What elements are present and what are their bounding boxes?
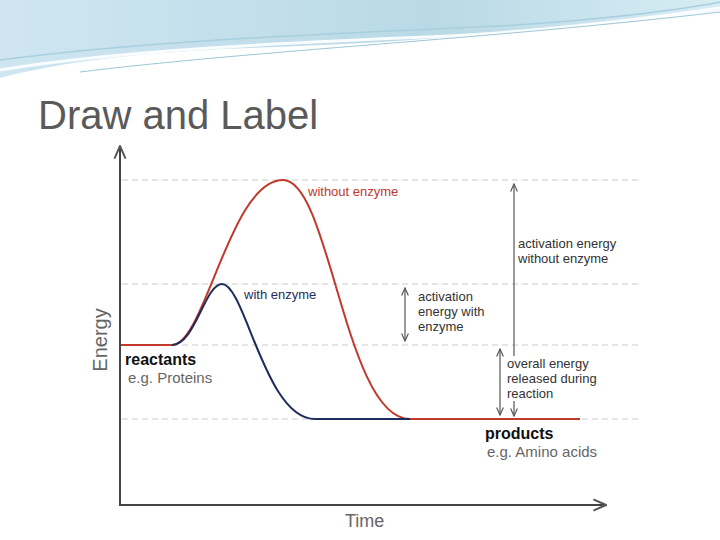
dashed-guide bbox=[122, 179, 640, 180]
axis-title: Time bbox=[345, 511, 384, 532]
dimension-arrow bbox=[404, 288, 405, 341]
curve-label: without enzyme bbox=[308, 184, 398, 199]
header-stripe bbox=[80, 12, 720, 72]
image-panel bbox=[75, 125, 655, 540]
dashed-guide bbox=[122, 283, 640, 284]
header-wave bbox=[0, 0, 720, 78]
dimension-arrow bbox=[499, 349, 500, 415]
annotation: activation energy without enzyme bbox=[518, 236, 620, 266]
curve-label: with enzyme bbox=[244, 287, 316, 302]
example-label: e.g. Proteins bbox=[128, 369, 212, 387]
level-label: products bbox=[485, 424, 553, 443]
catalysed-curve bbox=[172, 284, 410, 419]
dashed-guide bbox=[122, 344, 640, 345]
x-axis bbox=[119, 504, 606, 506]
slide-title: Draw and Label bbox=[38, 92, 318, 138]
level-label: reactants bbox=[125, 350, 196, 369]
header-stripe bbox=[0, 2, 720, 60]
axis-title: Energy bbox=[89, 308, 112, 371]
example-label: e.g. Amino acids bbox=[487, 443, 597, 461]
y-axis bbox=[119, 146, 121, 506]
level-guides bbox=[122, 180, 640, 419]
annotation: activation energy with enzyme bbox=[418, 289, 506, 334]
annotation: overall energy released during reaction bbox=[507, 356, 627, 401]
